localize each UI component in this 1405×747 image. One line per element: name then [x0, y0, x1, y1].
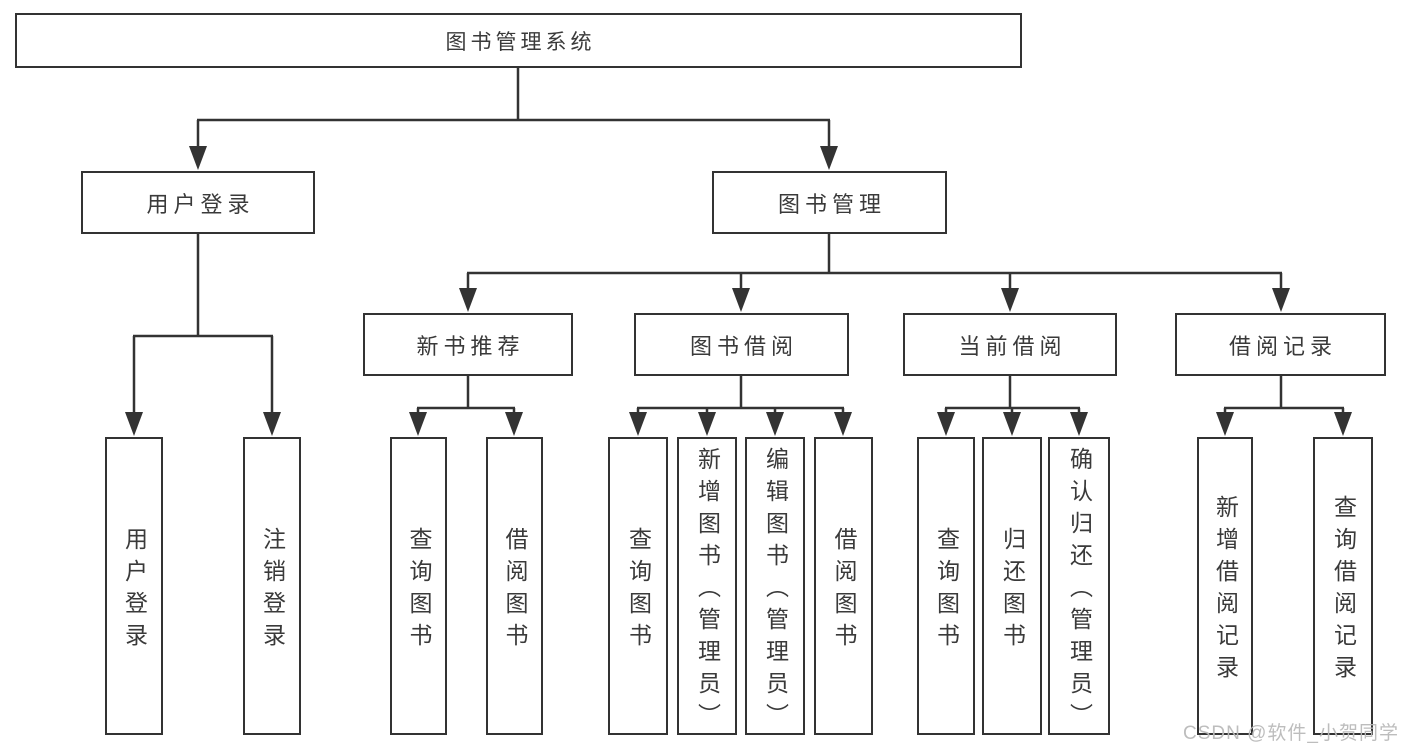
node-borrow-records-label: 借阅记录 [1228, 333, 1337, 359]
connector-book-borrow [636, 376, 845, 414]
leaf-add-borrow-record: 新增借阅记录 [1197, 437, 1253, 735]
node-root-label: 图书管理系统 [445, 30, 596, 54]
node-current-borrow: 当前借阅 [903, 313, 1117, 376]
leaf-borrow-book-label: 借阅图书 [831, 526, 857, 655]
leaf-borrow-book: 借阅图书 [814, 437, 873, 735]
leaf-edit-book-admin: 编辑图书（管理员） [745, 437, 805, 735]
node-new-books-label: 新书推荐 [416, 333, 525, 359]
node-new-books: 新书推荐 [363, 313, 573, 376]
leaf-current-query-label: 查询图书 [933, 526, 960, 655]
leaf-return-book-label: 归还图书 [999, 526, 1026, 655]
node-root: 图书管理系统 [15, 13, 1022, 68]
node-book-borrow: 图书借阅 [634, 313, 849, 376]
connector-book-mgmt [466, 234, 1283, 290]
connector-current-borrow [944, 376, 1081, 414]
node-current-borrow-label: 当前借阅 [958, 333, 1067, 359]
leaf-logout-label: 注销登录 [259, 526, 286, 655]
leaf-user-login-label: 用户登录 [121, 526, 148, 655]
node-borrow-records: 借阅记录 [1175, 313, 1386, 376]
node-user-login: 用户登录 [81, 171, 315, 234]
leaf-confirm-return-admin: 确认归还（管理员） [1048, 437, 1110, 735]
leaf-query-borrow-record-label: 查询借阅记录 [1330, 494, 1357, 687]
leaf-borrow-query-label: 查询图书 [625, 526, 652, 655]
leaf-query-borrow-record: 查询借阅记录 [1313, 437, 1373, 735]
leaf-current-query: 查询图书 [917, 437, 975, 735]
leaf-add-borrow-record-label: 新增借阅记录 [1212, 494, 1239, 687]
csdn-watermark: CSDN @软件_小贺同学 [1183, 723, 1399, 744]
leaf-borrow-query: 查询图书 [608, 437, 668, 735]
leaf-newbooks-query: 查询图书 [390, 437, 447, 735]
arrowheads [125, 146, 1352, 436]
leaf-add-book-admin: 新增图书（管理员） [677, 437, 737, 735]
leaf-newbooks-borrow: 借阅图书 [486, 437, 543, 735]
node-user-login-label: 用户登录 [146, 191, 255, 217]
leaf-return-book: 归还图书 [982, 437, 1042, 735]
connector-borrow-records [1223, 376, 1345, 414]
connector-new-books [416, 376, 516, 414]
leaf-newbooks-query-label: 查询图书 [406, 526, 432, 655]
node-book-borrow-label: 图书借阅 [689, 333, 798, 359]
leaf-logout: 注销登录 [243, 437, 301, 735]
connector-root [196, 68, 831, 148]
node-book-mgmt-label: 图书管理 [777, 191, 886, 217]
leaf-confirm-return-admin-label: 确认归还（管理员） [1066, 446, 1093, 735]
leaf-newbooks-borrow-label: 借阅图书 [502, 526, 528, 655]
leaf-user-login: 用户登录 [105, 437, 163, 735]
connector-user-login [132, 234, 274, 414]
leaf-add-book-admin-label: 新增图书（管理员） [694, 446, 721, 735]
node-book-mgmt: 图书管理 [712, 171, 947, 234]
leaf-edit-book-admin-label: 编辑图书（管理员） [762, 446, 789, 735]
